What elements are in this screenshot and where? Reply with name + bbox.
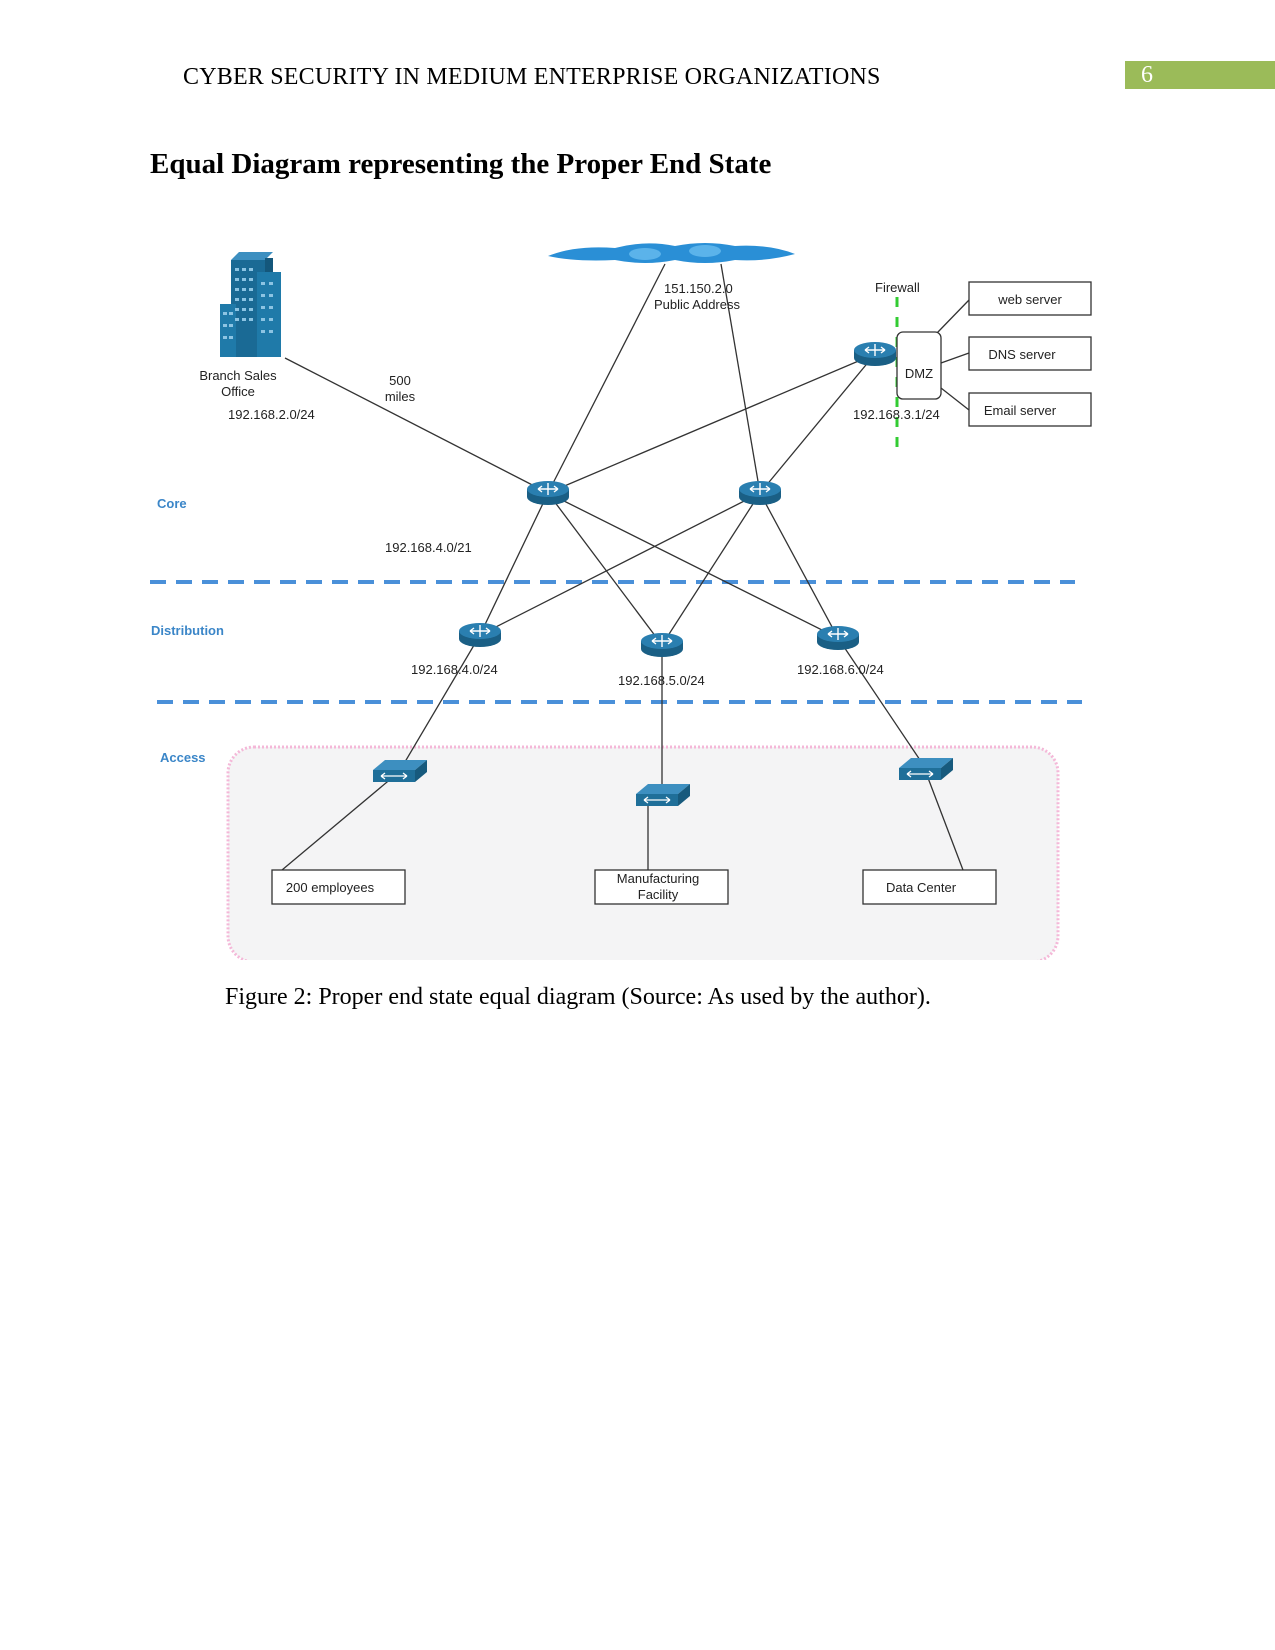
running-head: CYBER SECURITY IN MEDIUM ENTERPRISE ORGA… [183, 64, 881, 90]
core-router-left-icon [526, 480, 570, 506]
data-center-label: Data Center [886, 880, 957, 895]
network-diagram-figure: DMZ web server DNS server Email server 2… [145, 240, 1095, 960]
distribution-subnet-middle: 192.168.5.0/24 [618, 673, 705, 688]
dmz-edge-router-icon [853, 341, 897, 367]
email-server-box [968, 392, 1092, 427]
section-heading: Equal Diagram representing the Proper En… [150, 148, 772, 180]
internet-cloud [548, 243, 795, 263]
manufacturing-box [594, 869, 729, 905]
internet-public-address-label: Public Address [654, 297, 740, 312]
manufacturing-label-line2: Facility [638, 887, 679, 902]
figure-caption: Figure 2: Proper end state equal diagram… [225, 984, 931, 1010]
access-area-box [226, 745, 1060, 960]
manufacturing-label-line1: Manufacturing [617, 871, 699, 886]
web-server-label: web server [997, 292, 1062, 307]
firewall-label: Firewall [875, 280, 920, 295]
core-router-right-icon [738, 480, 782, 506]
distribution-subnet-left: 192.168.4.0/24 [411, 662, 498, 677]
distance-line2: miles [385, 389, 416, 404]
branch-name-line1: Branch Sales [199, 368, 277, 383]
data-center-box [862, 869, 997, 905]
access-layer-label: Access [160, 750, 206, 765]
dmz-label: DMZ [905, 366, 933, 381]
dmz-box [896, 331, 942, 400]
distribution-layer-label: Distribution [151, 623, 224, 638]
employees-label: 200 employees [286, 880, 375, 895]
employees-box [271, 869, 406, 905]
dns-server-label: DNS server [988, 347, 1056, 362]
network-links [281, 263, 970, 871]
distance-line1: 500 [389, 373, 411, 388]
dns-server-box [968, 336, 1092, 371]
dmz-subnet-label: 192.168.3.1/24 [853, 407, 940, 422]
page-number: 6 [1141, 62, 1153, 88]
distribution-router-right-icon [816, 625, 860, 651]
access-switch-middle-icon [635, 783, 691, 807]
building-icon [220, 252, 281, 357]
web-server-box [968, 281, 1092, 316]
access-switch-left-icon [372, 759, 428, 783]
distribution-router-middle-icon [640, 632, 684, 658]
distribution-subnet-right: 192.168.6.0/24 [797, 662, 884, 677]
core-layer-label: Core [157, 496, 187, 511]
email-server-label: Email server [984, 403, 1057, 418]
internet-address-label: 151.150.2.0 [664, 281, 733, 296]
branch-name-line2: Office [221, 384, 255, 399]
core-subnet-label: 192.168.4.0/21 [385, 540, 472, 555]
network-diagram: DMZ web server DNS server Email server 2… [150, 243, 1092, 960]
page-number-band: 6 [1125, 61, 1275, 89]
branch-subnet-label: 192.168.2.0/24 [228, 407, 315, 422]
distribution-router-left-icon [458, 622, 502, 648]
access-switch-right-icon [898, 757, 954, 781]
